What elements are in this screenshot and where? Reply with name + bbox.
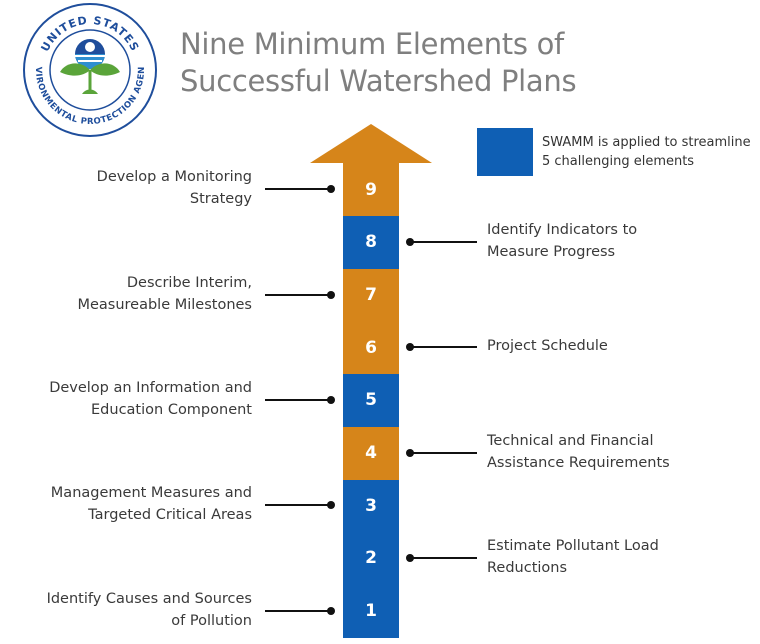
element-segment-9: 9 bbox=[343, 163, 399, 217]
connector-line-4 bbox=[411, 451, 477, 454]
element-segment-5: 5 bbox=[343, 373, 399, 427]
element-segment-6: 6 bbox=[343, 321, 399, 375]
element-label-3-line-1: Management Measures and bbox=[50, 485, 252, 502]
element-label-2-line-2: Reductions bbox=[487, 560, 568, 576]
connector-dot-8 bbox=[406, 238, 414, 246]
connector-dot-1 bbox=[327, 606, 335, 615]
connector-line-5 bbox=[265, 399, 331, 401]
element-label-6: Project Schedule bbox=[487, 335, 608, 357]
element-segment-3: 3 bbox=[343, 479, 399, 533]
element-label-4-line-2: Assistance Requirements bbox=[487, 454, 670, 471]
arrow-head bbox=[310, 124, 432, 163]
connector-dot-7 bbox=[327, 290, 335, 299]
legend-line-1: SWAMM is applied to streamline bbox=[542, 135, 751, 150]
element-segment-1: 1 bbox=[343, 584, 399, 638]
connector-line-9 bbox=[265, 188, 331, 191]
title-line-1: Nine Minimum Elements of bbox=[180, 27, 564, 61]
legend-line-2: 5 challenging elements bbox=[542, 154, 695, 169]
element-label-3-line-2: Targeted Critical Areas bbox=[88, 507, 252, 524]
connector-line-1 bbox=[265, 609, 331, 612]
element-label-4-line-1: Technical and Financial bbox=[487, 432, 654, 449]
connector-dot-6 bbox=[406, 343, 414, 352]
element-label-9-line-2: Strategy bbox=[189, 191, 252, 208]
element-segment-7: 7 bbox=[343, 268, 399, 322]
connector-line-3 bbox=[265, 504, 331, 507]
page-title: Nine Minimum Elements of Successful Wate… bbox=[180, 26, 610, 100]
element-label-7: Describe Interim, Measureable Milestones bbox=[77, 272, 252, 316]
element-label-5-line-1: Develop an Information and bbox=[49, 380, 252, 396]
epa-logo: UNITED STATES ENVIRONMENTAL PROTECTION A… bbox=[22, 2, 157, 137]
connector-dot-4 bbox=[406, 448, 414, 457]
connector-dot-2 bbox=[406, 554, 414, 562]
legend-text: SWAMM is applied to streamline 5 challen… bbox=[542, 133, 757, 171]
connector-line-2 bbox=[411, 557, 477, 559]
element-label-8: Identify Indicators to Measure Progress bbox=[487, 219, 637, 263]
element-segment-8: 8 bbox=[343, 215, 399, 269]
connector-line-7 bbox=[265, 293, 331, 296]
element-segment-4: 4 bbox=[343, 426, 399, 480]
connector-dot-3 bbox=[327, 501, 335, 510]
connector-dot-9 bbox=[327, 185, 335, 194]
connector-dot-5 bbox=[327, 396, 335, 404]
element-label-6-line-1: Project Schedule bbox=[487, 338, 608, 355]
element-label-9-line-1: Develop a Monitoring bbox=[96, 169, 252, 186]
element-label-8-line-2: Measure Progress bbox=[487, 244, 616, 260]
element-label-1-line-1: Identify Causes and Sources bbox=[46, 590, 252, 607]
element-label-2-line-1: Estimate Pollutant Load bbox=[487, 538, 659, 554]
legend-swatch bbox=[477, 128, 533, 176]
element-label-8-line-1: Identify Indicators to bbox=[487, 222, 638, 238]
connector-line-8 bbox=[411, 241, 477, 243]
element-label-5-line-2: Education Component bbox=[91, 402, 252, 418]
title-line-2: Successful Watershed Plans bbox=[180, 64, 577, 98]
element-label-7-line-1: Describe Interim, bbox=[126, 274, 252, 291]
element-label-1-line-2: of Pollution bbox=[171, 612, 252, 629]
element-label-7-line-2: Measureable Milestones bbox=[77, 296, 252, 313]
element-label-1: Identify Causes and Sources of Pollution bbox=[47, 588, 252, 632]
element-segment-2: 2 bbox=[343, 531, 399, 585]
connector-line-6 bbox=[411, 346, 477, 349]
